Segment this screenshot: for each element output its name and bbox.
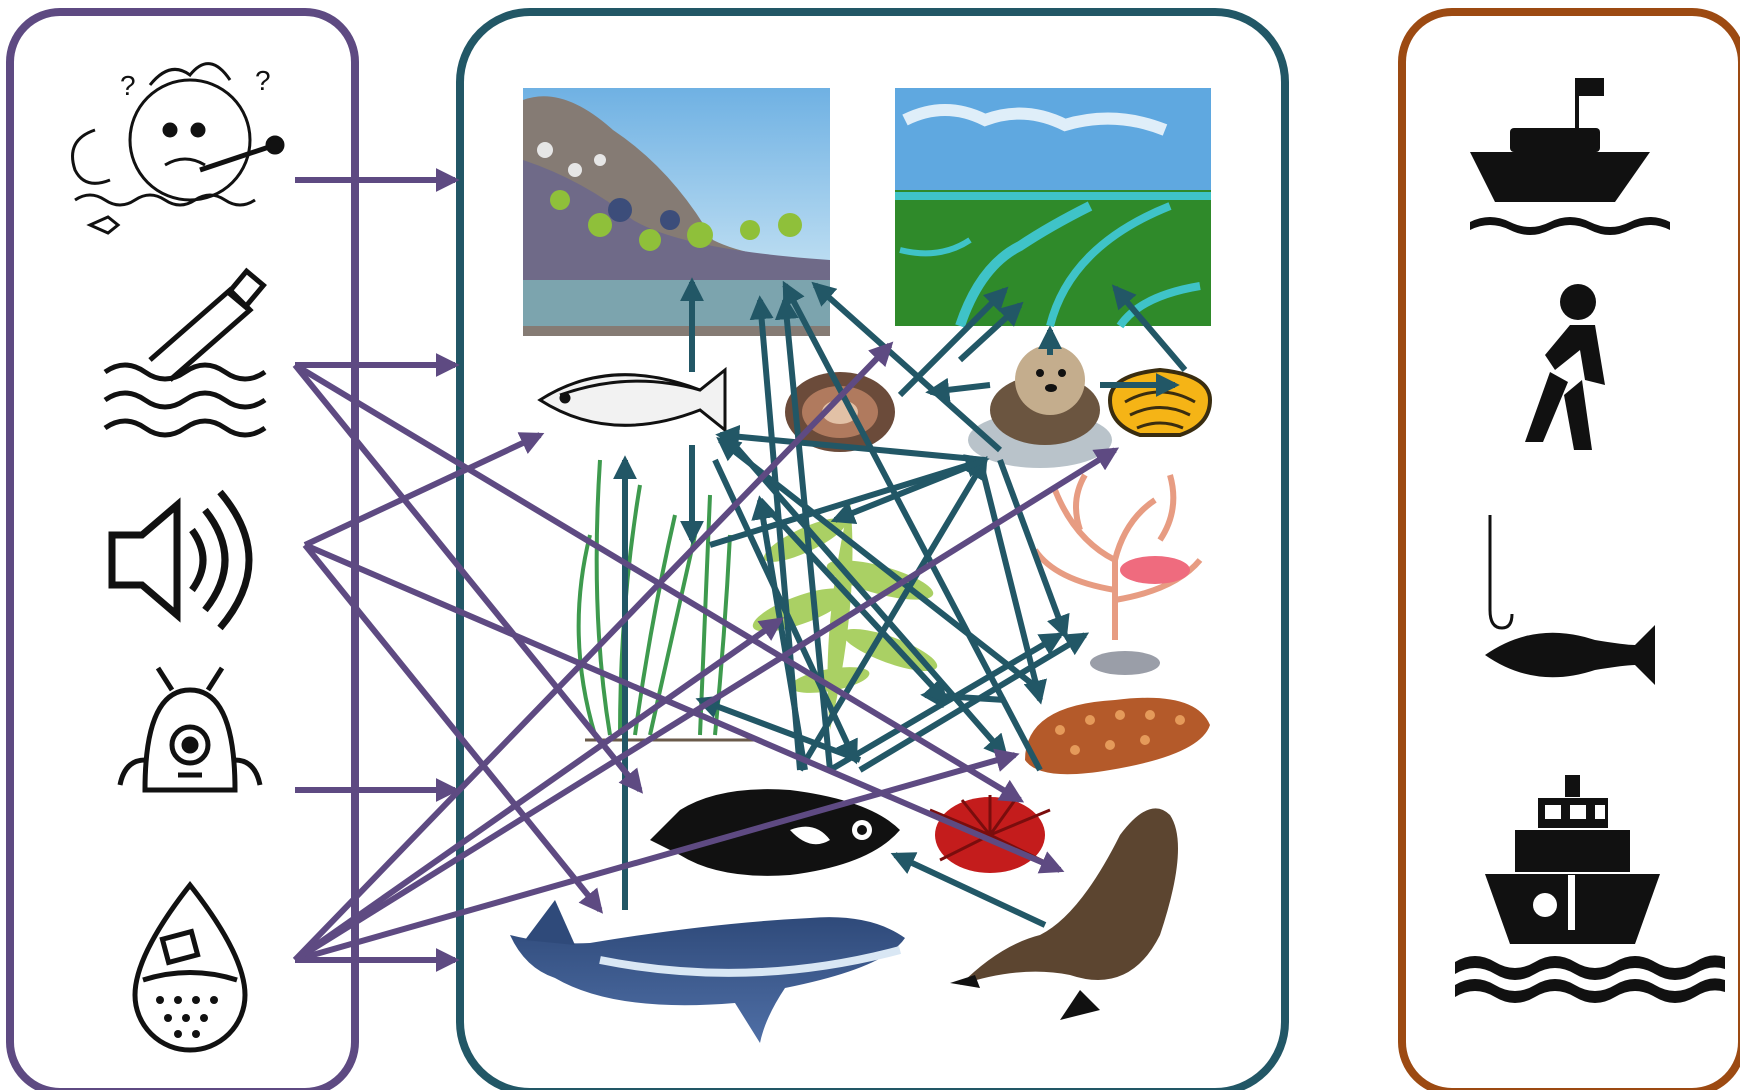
fishing-hook-fish-icon — [1485, 515, 1655, 685]
sea-urchin-icon — [929, 795, 1051, 873]
svg-text:?: ? — [120, 70, 136, 101]
stressor-arrows — [292, 168, 1120, 972]
walking-person-icon — [1525, 284, 1605, 450]
human-uses-panel — [1398, 8, 1740, 1090]
stressors-panel — [6, 8, 359, 1090]
underwater-noise-speaker-icon — [108, 489, 253, 631]
plastic-bottle-pollution-icon — [103, 267, 267, 438]
tidal-marsh-habitat-icon — [895, 88, 1211, 329]
deep-sea-coral-icon — [1032, 473, 1203, 675]
rocky-intertidal-habitat-icon — [523, 88, 830, 336]
climate-change-earth-icon: ? ? — [71, 62, 285, 235]
clam-shell-icon — [1107, 367, 1213, 437]
ecosystem-panel — [456, 8, 1289, 1090]
recreational-boat-icon — [1470, 78, 1670, 235]
invasive-species-alien-icon — [117, 666, 263, 793]
whale-icon — [510, 900, 905, 1043]
sea-otter-icon — [968, 345, 1112, 468]
rockfish-icon — [650, 789, 900, 876]
microplastic-water-drop-icon — [132, 880, 248, 1053]
sea-lion-icon — [950, 808, 1178, 1020]
svg-text:?: ? — [255, 65, 271, 96]
sea-cucumber-icon — [1025, 697, 1210, 775]
ship-icon — [1455, 775, 1725, 1003]
forage-fish-icon — [537, 366, 727, 434]
